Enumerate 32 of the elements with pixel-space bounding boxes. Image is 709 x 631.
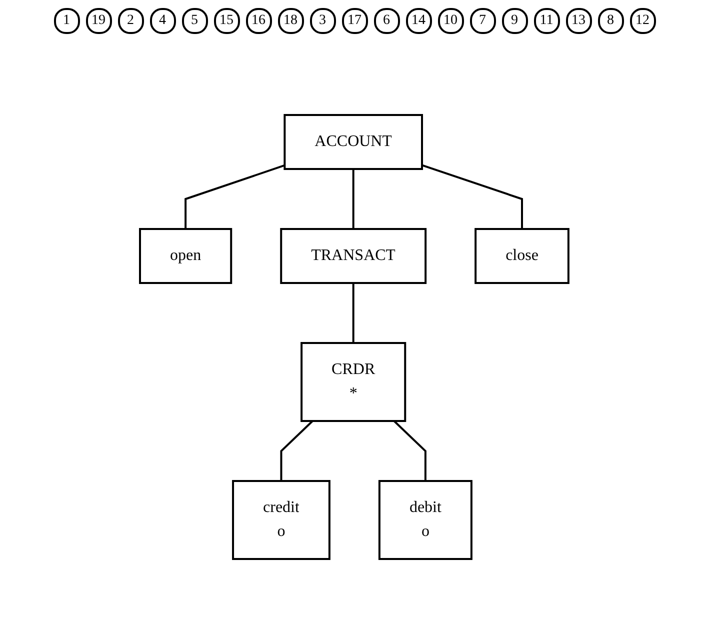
step-number: 3 — [310, 8, 336, 34]
step-number: 16 — [246, 8, 272, 34]
step-number: 13 — [566, 8, 592, 34]
step-number: 10 — [438, 8, 464, 34]
connector — [394, 420, 427, 480]
step-number: 11 — [534, 8, 560, 34]
connector — [280, 420, 314, 480]
step-number: 5 — [182, 8, 208, 34]
step-number: 8 — [598, 8, 624, 34]
step-number: 2 — [118, 8, 144, 34]
step-number: 15 — [214, 8, 240, 34]
node-box: credit o — [232, 480, 331, 560]
step-number: 7 — [470, 8, 496, 34]
step-number: 18 — [278, 8, 304, 34]
connector — [352, 282, 355, 342]
step-number: 1 — [54, 8, 80, 34]
node-box: ACCOUNT — [284, 114, 424, 170]
step-number: 19 — [86, 8, 112, 34]
step-number: 4 — [150, 8, 176, 34]
step-number: 17 — [342, 8, 368, 34]
connector — [352, 168, 355, 228]
connector — [184, 164, 286, 228]
node-box: debit o — [378, 480, 473, 560]
step-number: 9 — [502, 8, 528, 34]
node-box: TRANSACT — [280, 228, 427, 284]
step-number: 14 — [406, 8, 432, 34]
step-number: 6 — [374, 8, 400, 34]
node-box: CRDR * — [300, 342, 406, 422]
node-box: close — [474, 228, 570, 284]
connector — [422, 164, 524, 228]
node-box: open — [139, 228, 232, 284]
step-number: 12 — [630, 8, 656, 34]
